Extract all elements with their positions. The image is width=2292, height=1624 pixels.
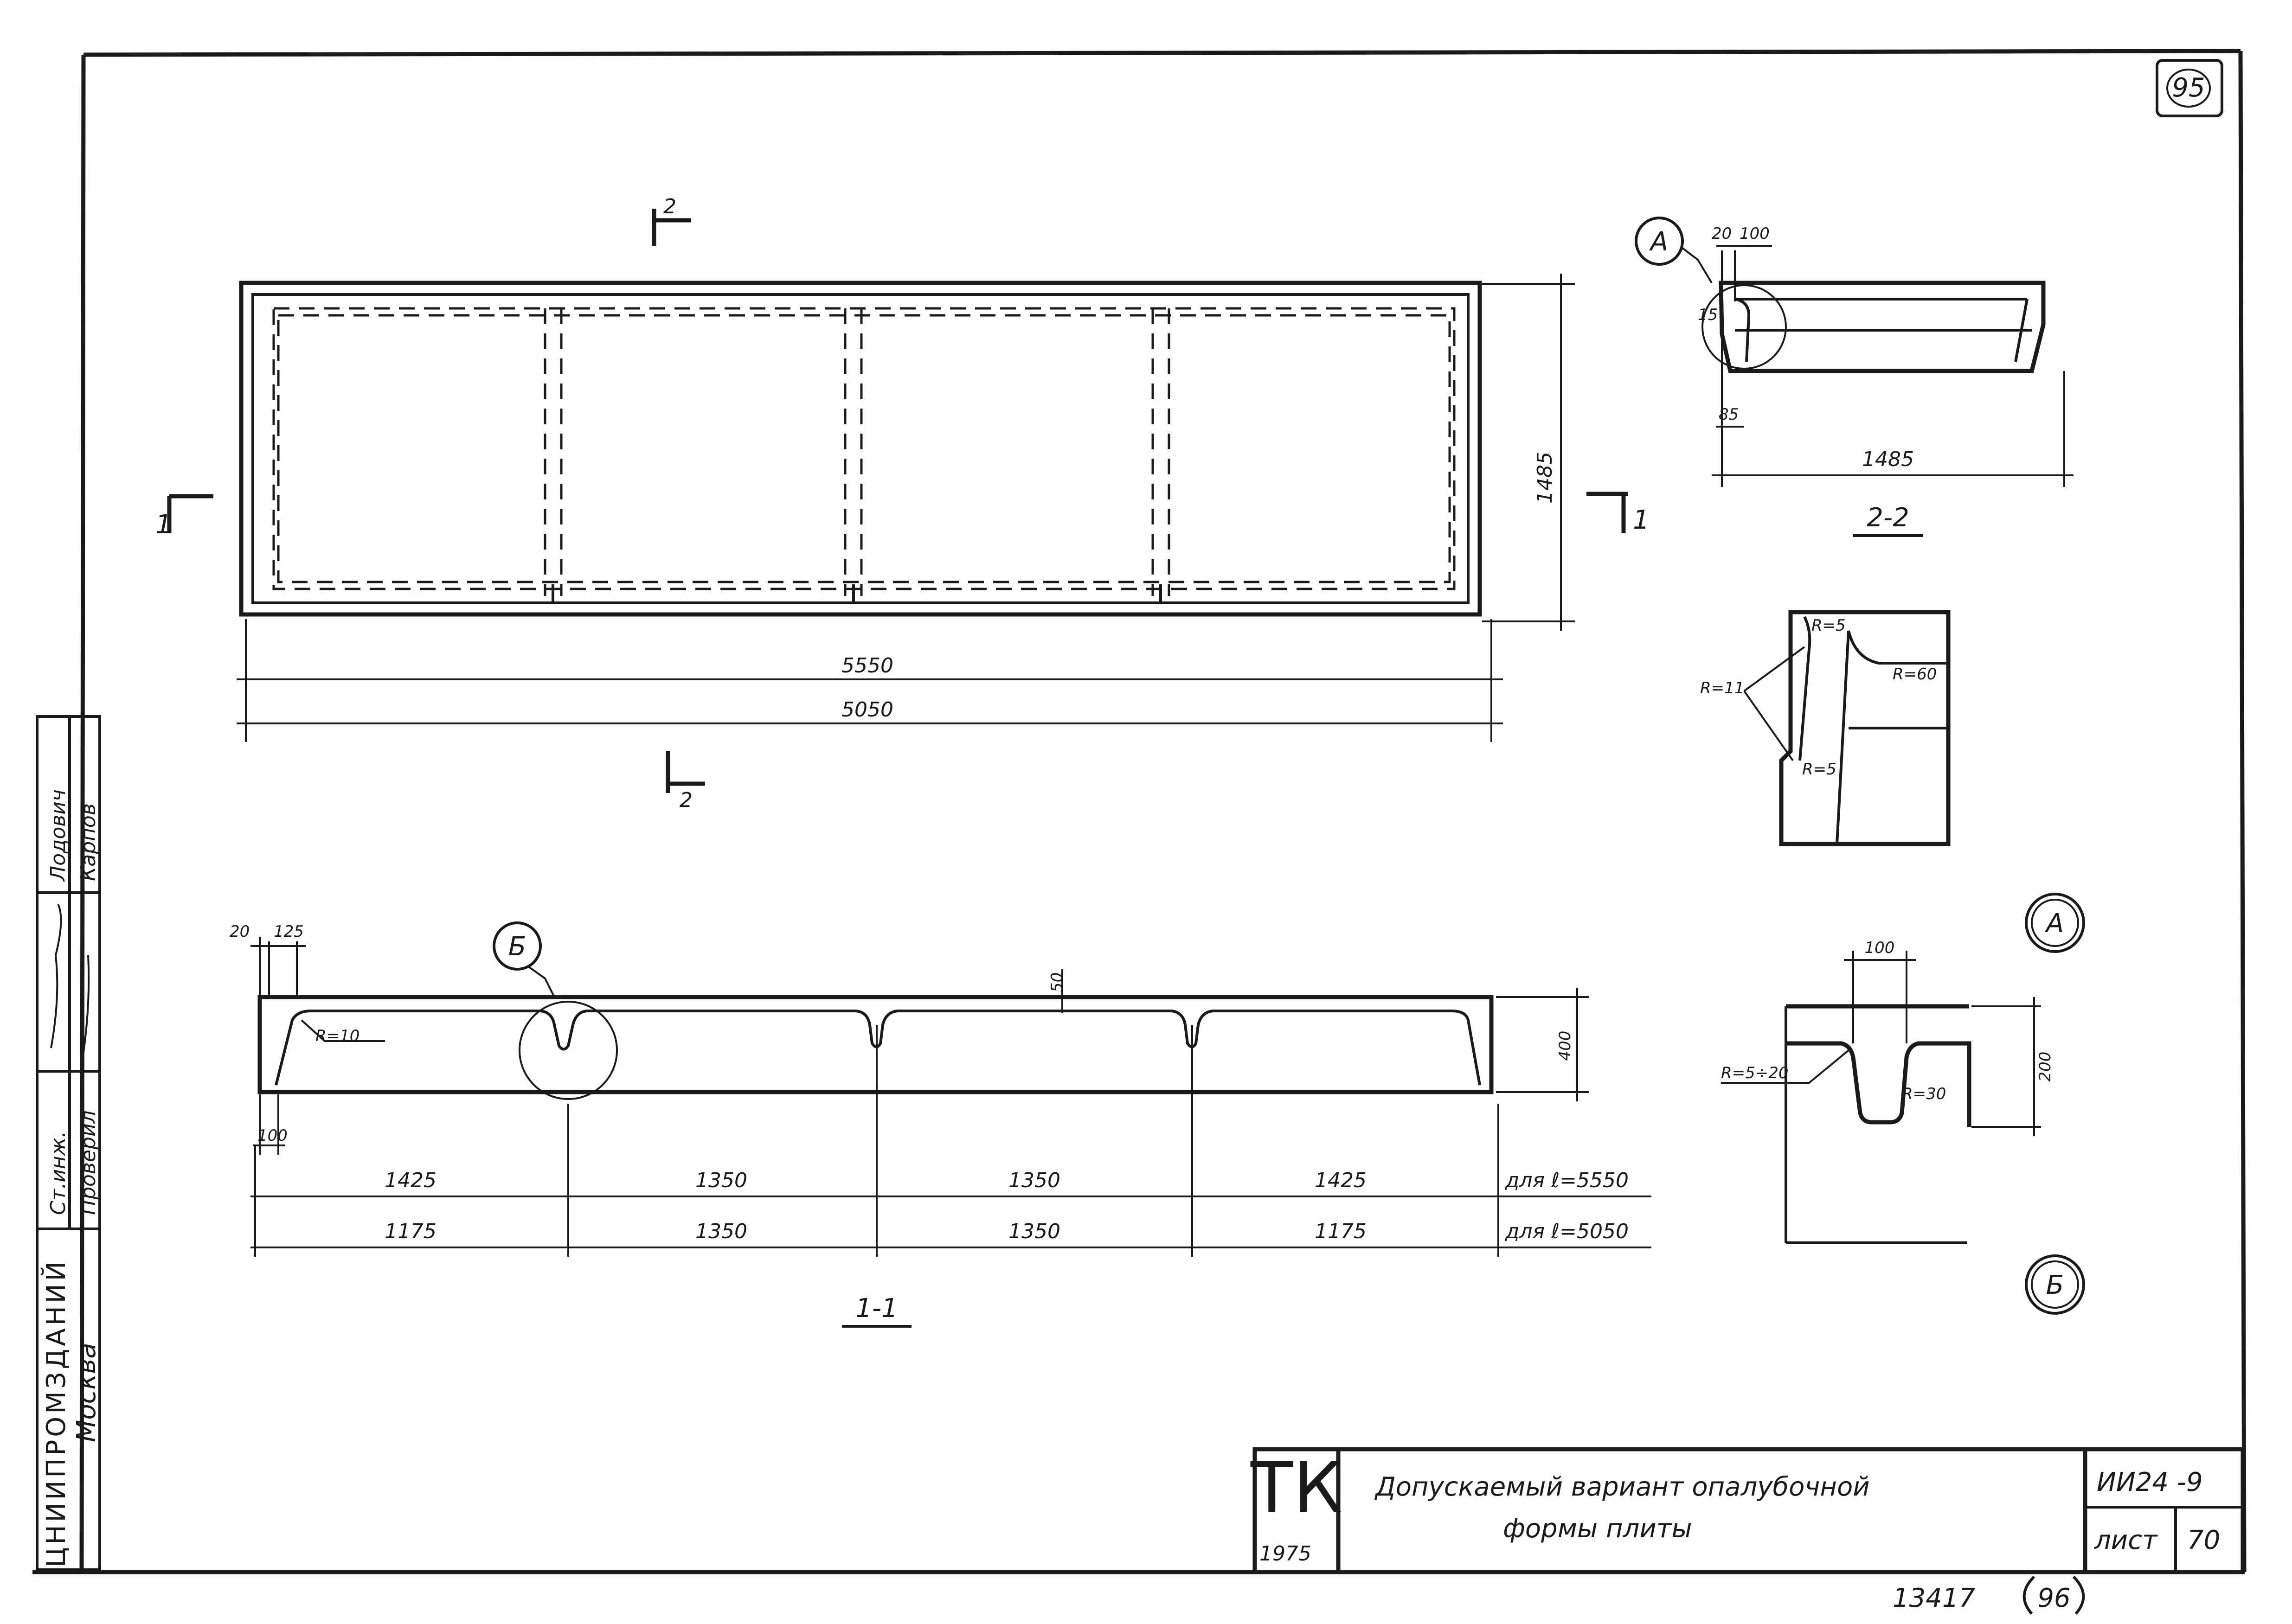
detail-a: R=5 R=60 R=11 R=5 А xyxy=(1700,610,2085,953)
cut-2-bottom: 2 xyxy=(680,788,693,812)
s11-row1-2: 1350 xyxy=(695,1169,747,1192)
section-1-1-dim-20: 20 xyxy=(230,922,250,941)
sheet-frame xyxy=(32,49,2247,1574)
detail-b-dim-100: 100 xyxy=(1865,939,1895,957)
plan-length-5550: 5550 xyxy=(841,654,893,678)
corner-page-number: 95 xyxy=(2156,59,2223,117)
detail-b: 100 200 R=5÷20 R=30 Б xyxy=(1721,939,2085,1315)
plan-view xyxy=(239,281,1482,617)
detail-a-r5-top: R=5 xyxy=(1811,616,1846,635)
bottom-page: 96 xyxy=(2037,1583,2070,1613)
detail-a-r60: R=60 xyxy=(1893,665,1937,684)
stamp-name-1: Лодович xyxy=(46,789,70,882)
cut-1-right: 1 xyxy=(1633,505,1650,535)
section-1-1-slope: 50 xyxy=(1048,972,1066,992)
section-1-1-label: 1-1 xyxy=(855,1293,898,1323)
s11-row1-note: для ℓ=5550 xyxy=(1505,1169,1629,1192)
stamp-city: Москва xyxy=(71,1343,102,1442)
detail-b-r5-20: R=5÷20 xyxy=(1721,1064,1789,1082)
section-2-2: А 20 100 15 85 1485 2-2 xyxy=(1635,217,2074,537)
s11-row2-3: 1350 xyxy=(1008,1220,1060,1243)
plan-length-5050: 5050 xyxy=(841,698,893,722)
s11-row1-4: 1425 xyxy=(1315,1169,1367,1192)
side-stamp: Лодович Карпов Ст.инж. Проверил ЦНИИПРОМ… xyxy=(36,715,102,1571)
section-1-1-dim-100: 100 xyxy=(257,1126,288,1145)
detail-b-label: Б xyxy=(2046,1270,2064,1300)
bottom-notes: 13417 96 xyxy=(1893,1575,2085,1615)
title-series: ТК xyxy=(1250,1448,1342,1528)
section-2-2-dim-100: 100 xyxy=(1740,224,1770,243)
plan-length-dimensions: 5550 5050 xyxy=(237,619,1503,742)
stamp-org: ЦНИИПРОМЗДАНИЙ xyxy=(41,1259,71,1568)
section-cut-markers: 2 2 1 1 xyxy=(155,195,1650,812)
section-2-2-label: 2-2 xyxy=(1867,503,1909,533)
section-1-1: Б 50 R=10 20 125 100 400 1425 1350 1350 xyxy=(230,921,1651,1328)
s11-row1-3: 1350 xyxy=(1008,1169,1060,1192)
section-2-2-dim-85: 85 xyxy=(1719,405,1739,424)
s11-row2-1: 1175 xyxy=(385,1220,437,1243)
cut-1-left: 1 xyxy=(155,510,172,540)
s11-row2-2: 1350 xyxy=(695,1220,747,1243)
section-1-1-radius: R=10 xyxy=(315,1027,360,1045)
title-line-1: Допускаемый вариант опалубочной xyxy=(1374,1472,1870,1502)
stamp-name-2: Карпов xyxy=(77,803,100,881)
title-sheet-label: лист xyxy=(2094,1525,2158,1555)
stamp-role-1: Ст.инж. xyxy=(46,1131,70,1215)
cut-2-top: 2 xyxy=(663,195,676,218)
section-2-2-dim-20: 20 xyxy=(1712,224,1732,243)
detail-b-r30: R=30 xyxy=(1902,1085,1946,1103)
stamp-role-2: Проверил xyxy=(77,1110,100,1215)
s11-row2-note: для ℓ=5050 xyxy=(1505,1220,1629,1243)
section-2-2-dim-15: 15 xyxy=(1698,306,1718,324)
title-doc-code: ИИ24 -9 xyxy=(2097,1467,2203,1497)
detail-b-dim-200: 200 xyxy=(2036,1052,2054,1082)
title-year: 1975 xyxy=(1259,1542,1311,1566)
detail-a-label: А xyxy=(2045,908,2064,939)
s11-row1-1: 1425 xyxy=(385,1169,437,1192)
title-block: ТК 1975 Допускаемый вариант опалубочной … xyxy=(1250,1447,2245,1574)
section-2-2-width: 1485 xyxy=(1862,448,1914,471)
s11-row2-4: 1175 xyxy=(1315,1220,1367,1243)
plan-width-label: 1485 xyxy=(1533,452,1557,504)
corner-number-text: 95 xyxy=(2172,73,2205,103)
section-1-1-height: 400 xyxy=(1556,1031,1574,1061)
title-line-2: формы плиты xyxy=(1503,1514,1692,1544)
section-2-2-callout: А xyxy=(1649,227,1668,257)
bottom-code: 13417 xyxy=(1893,1583,1976,1613)
plan-width-dimension: 1485 xyxy=(1482,274,1575,631)
title-sheet-number: 70 xyxy=(2187,1525,2220,1555)
section-1-1-callout: Б xyxy=(508,932,526,962)
detail-a-r5-bottom: R=5 xyxy=(1802,760,1836,779)
section-1-1-dim-125: 125 xyxy=(274,922,304,941)
detail-a-r11: R=11 xyxy=(1700,679,1744,697)
